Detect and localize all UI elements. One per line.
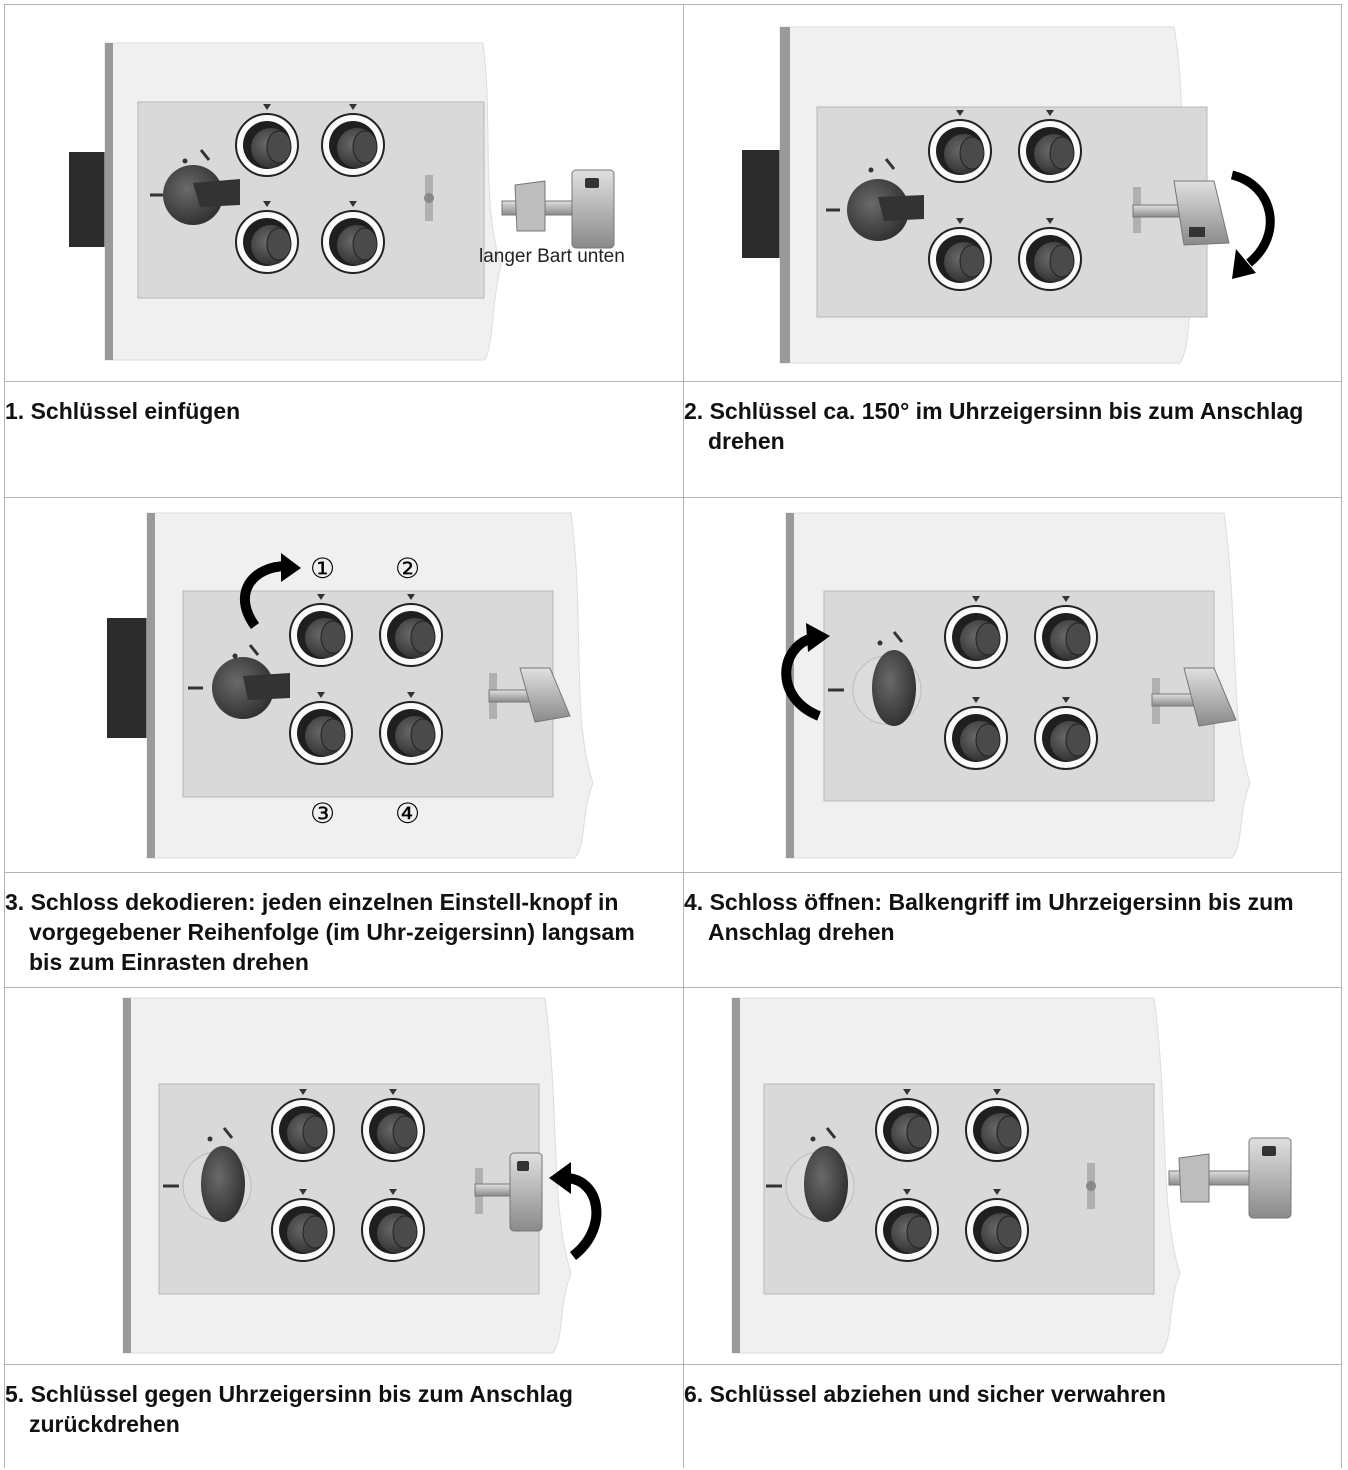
key — [501, 169, 615, 249]
step-3-caption-cell: 3. Schloss dekodieren: jeden einzelnen E… — [4, 872, 683, 987]
step-2-caption-cell: 2. Schlüssel ca. 150° im Uhrzeigersinn b… — [683, 381, 1342, 497]
lock-drawing-2 — [742, 26, 1275, 364]
step-3-illustration: ① ② ③ ④ — [4, 497, 683, 872]
lock-drawing-6 — [731, 997, 1292, 1354]
lock-drawing-1: langer Bart unten — [69, 42, 625, 361]
order-mark-4: ④ — [395, 797, 420, 830]
step-4-caption: 4. Schloss öffnen: Balkengriff im Uhrzei… — [684, 889, 1300, 945]
order-mark-1: ① — [310, 552, 335, 585]
bar-handle — [150, 149, 240, 225]
step-2-illustration — [683, 4, 1342, 381]
step-5-caption-cell: 5. Schlüssel gegen Uhrzeigersinn bis zum… — [4, 1364, 683, 1468]
step-4-caption-cell: 4. Schloss öffnen: Balkengriff im Uhrzei… — [683, 872, 1342, 987]
step-6-caption-cell: 6. Schlüssel abziehen und sicher verwahr… — [683, 1364, 1342, 1468]
lock-drawing-5 — [122, 997, 602, 1354]
key-orientation-note: langer Bart unten — [479, 246, 625, 267]
step-3-caption: 3. Schloss dekodieren: jeden einzelnen E… — [5, 889, 642, 975]
step-6-caption: 6. Schlüssel abziehen und sicher verwahr… — [684, 1381, 1166, 1407]
step-5-illustration — [4, 987, 683, 1364]
step-1-illustration: langer Bart unten — [4, 4, 683, 381]
step-1-caption: 1. Schlüssel einfügen — [5, 398, 241, 424]
step-5-caption: 5. Schlüssel gegen Uhrzeigersinn bis zum… — [5, 1381, 580, 1437]
step-6-illustration — [683, 987, 1342, 1364]
step-4-illustration — [683, 497, 1342, 872]
order-mark-3: ③ — [310, 797, 335, 830]
lock-drawing-3: ① ② ③ ④ — [107, 512, 594, 859]
step-2-caption: 2. Schlüssel ca. 150° im Uhrzeigersinn b… — [684, 398, 1310, 454]
step-1-caption-cell: 1. Schlüssel einfügen — [4, 381, 683, 497]
lock-drawing-4 — [781, 512, 1251, 859]
order-mark-2: ② — [395, 552, 420, 585]
